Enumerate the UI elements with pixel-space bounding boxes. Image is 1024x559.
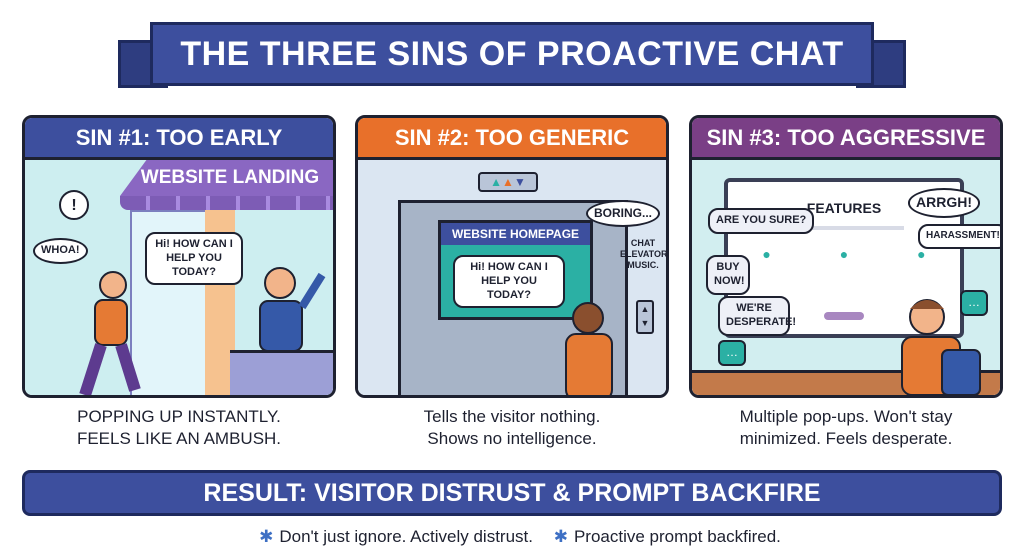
exclaim-bubble: WHOA! <box>33 238 88 264</box>
counter <box>230 350 333 395</box>
screen-title: FEATURES <box>806 200 882 216</box>
footnotes: ✱ Don't just ignore. Actively distrust. ✱… <box>0 527 1024 547</box>
feature-checks: ●●● <box>762 246 926 262</box>
visitor-person <box>565 302 613 395</box>
popup-bubble: ARE YOU SURE? <box>708 208 815 234</box>
panel-heading: SIN #2: TOO GENERIC <box>358 118 666 160</box>
chat-icon[interactable]: … <box>718 340 746 366</box>
thought-bubble: BORING... <box>586 200 661 227</box>
panel-sin-2: SIN #2: TOO GENERIC ▲▲▼ WEBSITE HOMEPAGE… <box>355 115 669 398</box>
buy-button <box>824 312 864 320</box>
awning <box>120 196 333 210</box>
salesman-person <box>259 267 326 352</box>
store-sign: WEBSITE LANDING <box>120 160 333 196</box>
screen-title: WEBSITE HOMEPAGE <box>441 223 590 245</box>
popup-bubble: BUY NOW! <box>706 255 750 295</box>
footnote: Don't just ignore. Actively distrust. <box>279 527 533 546</box>
result-banner: RESULT: VISITOR DISTRUST & PROMPT BACKFI… <box>22 470 1002 516</box>
caption-line: Multiple pop-ups. Won't stay <box>739 407 953 426</box>
asterisk-icon: ✱ <box>553 527 568 546</box>
floor-indicator: ▲▲▼ <box>478 172 538 192</box>
scene-elevator: ▲▲▼ WEBSITE HOMEPAGE Hi! HOW CAN I HELP … <box>358 160 668 395</box>
elevator-buttons: ▲▼ <box>636 300 654 334</box>
caption-sin-3: Multiple pop-ups. Won't stay minimized. F… <box>689 406 1003 450</box>
chat-icon[interactable]: … <box>960 290 988 316</box>
frustrated-person <box>901 299 981 395</box>
scene-monitor: FEATURES ●●● ARE YOU SURE? BUY NOW! WE'R… <box>692 160 1000 395</box>
elevator-music-note: CHAT ELEVATOR MUSIC. <box>620 238 668 270</box>
caption-sin-1: POPPING UP INSTANTLY. FEELS LIKE AN AMBUS… <box>22 406 336 450</box>
caption-line: FEELS LIKE AN AMBUSH. <box>76 429 282 449</box>
thought-bubble: ARRGH! <box>908 188 980 218</box>
panel-sin-1: SIN #1: TOO EARLY WEBSITE LANDING ! WHOA… <box>22 115 336 398</box>
greeting-bubble: Hi! HOW CAN I HELP YOU TODAY? <box>453 255 565 309</box>
caption-line: minimized. Feels desperate. <box>739 429 953 449</box>
footnote: Proactive prompt backfired. <box>573 527 781 546</box>
caption-line: Tells the visitor nothing. <box>423 407 601 426</box>
thought-bubble: HARASSMENT! <box>918 224 1000 249</box>
visitor-person <box>79 271 141 395</box>
page-title: THE THREE SINS OF PROACTIVE CHAT <box>150 22 874 86</box>
popup-bubble: WE'RE DESPERATE! <box>718 296 796 336</box>
caption-line: Shows no intelligence. <box>427 429 597 449</box>
panel-heading: SIN #1: TOO EARLY <box>25 118 333 160</box>
caption-line: POPPING UP INSTANTLY. <box>77 407 281 426</box>
thought-bubble: ! <box>59 190 89 220</box>
caption-sin-2: Tells the visitor nothing. Shows no intel… <box>355 406 669 450</box>
panel-heading: SIN #3: TOO AGGRESSIVE <box>692 118 1000 160</box>
asterisk-icon: ✱ <box>259 527 274 546</box>
panel-sin-3: SIN #3: TOO AGGRESSIVE FEATURES ●●● ARE … <box>689 115 1003 398</box>
scene-storefront: WEBSITE LANDING ! WHOA! Hi! HOW CAN I HE… <box>25 160 333 395</box>
greeting-bubble: Hi! HOW CAN I HELP YOU TODAY? <box>145 232 243 286</box>
